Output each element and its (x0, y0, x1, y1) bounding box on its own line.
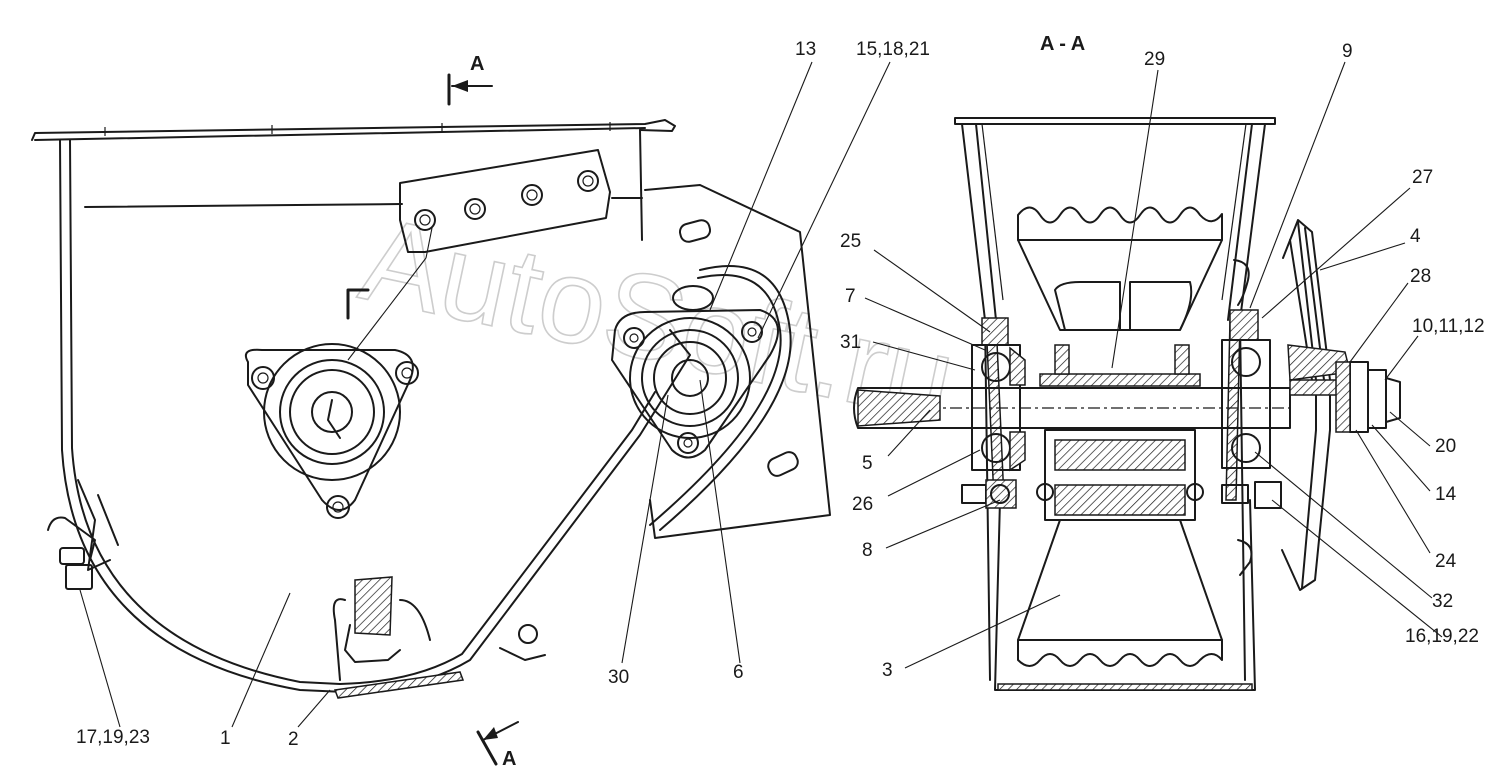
label-8: 8 (862, 540, 873, 561)
label-27: 27 (1412, 167, 1433, 188)
bracket-nut (577, 170, 599, 192)
label-4: 4 (1410, 226, 1421, 247)
label-9: 9 (1342, 41, 1353, 62)
label-17-19-23: 17,19,23 (76, 727, 150, 748)
leader-lines (79, 61, 1443, 728)
label-1: 1 (220, 728, 231, 749)
label-28: 28 (1410, 266, 1431, 287)
section-marker-top: A (447, 53, 493, 106)
part-labels: 13 15,18,21 29 9 27 4 28 10,11,12 25 7 3… (76, 39, 1485, 750)
label-24: 24 (1435, 551, 1457, 572)
section-title: A - A (1040, 33, 1085, 55)
section-letter-bottom: A (502, 748, 516, 770)
section-letter-top: A (470, 53, 484, 75)
label-5: 5 (862, 453, 873, 474)
right-flange (611, 285, 779, 459)
label-31: 31 (840, 332, 861, 353)
label-32: 32 (1432, 591, 1453, 612)
label-29: 29 (1144, 49, 1165, 70)
label-25: 25 (840, 231, 861, 252)
label-7: 7 (845, 286, 856, 307)
bracket-nut (521, 184, 543, 206)
label-15-18-21: 15,18,21 (856, 39, 930, 60)
side-view (31, 119, 831, 699)
left-flange (244, 343, 419, 519)
section-marker-bottom: A (476, 721, 519, 770)
label-10-11-12: 10,11,12 (1412, 316, 1485, 337)
label-13: 13 (795, 39, 816, 60)
bracket-nut (464, 198, 486, 220)
bracket-nut (414, 209, 436, 231)
label-30: 30 (608, 667, 629, 688)
label-3: 3 (882, 660, 893, 681)
label-14: 14 (1435, 484, 1457, 505)
label-6: 6 (733, 662, 744, 683)
label-20: 20 (1435, 436, 1456, 457)
label-26: 26 (852, 494, 873, 515)
section-view (853, 117, 1401, 691)
label-2: 2 (288, 729, 299, 750)
label-16-19-22: 16,19,22 (1405, 626, 1479, 647)
